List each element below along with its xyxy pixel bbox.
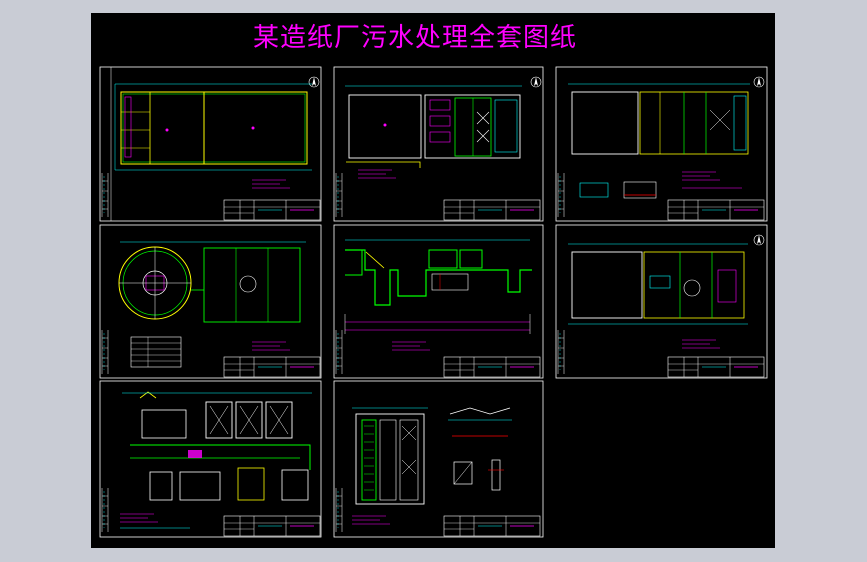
sheet-frame-5 [333, 224, 544, 379]
sheet-frame-7 [99, 380, 322, 538]
sheet-frame-8 [333, 380, 544, 538]
sheet-frame-3 [555, 66, 768, 222]
sheet-frame-1 [99, 66, 322, 222]
sheet-frame-6 [555, 224, 768, 379]
sheet-frame-2 [333, 66, 544, 222]
sheet-frame-4 [99, 224, 322, 379]
drawing-sheet [91, 13, 775, 548]
drawing-set-title: 某造纸厂污水处理全套图纸 [252, 23, 577, 53]
